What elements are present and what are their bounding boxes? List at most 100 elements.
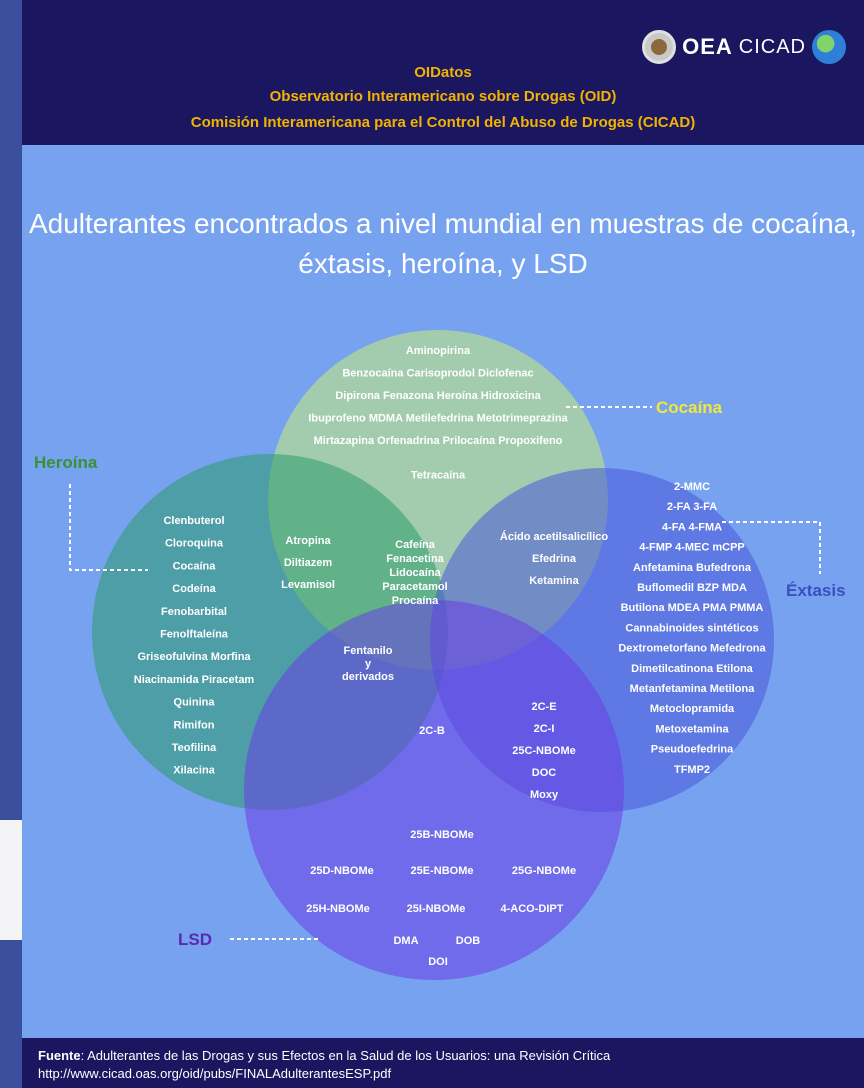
venn-label: Moxy: [530, 789, 559, 801]
background-block: [0, 820, 22, 940]
oidatos-title: OIDatos: [414, 64, 472, 81]
page-title: Adulterantes encontrados a nivel mundial…: [22, 204, 864, 284]
venn-label: Rimifon: [174, 719, 215, 731]
venn-label: Metoclopramida: [650, 703, 735, 715]
venn-label: Dextrometorfano Mefedrona: [618, 643, 766, 655]
source-citation: Fuente: Adulterantes de las Drogas y sus…: [38, 1048, 610, 1063]
venn-label: Diltiazem: [284, 557, 333, 569]
comision-title: Comisión Interamericana para el Control …: [190, 114, 696, 131]
oea-seal-icon: [642, 30, 677, 64]
background-strip: [0, 0, 22, 1088]
venn-label: DOB: [456, 935, 481, 947]
venn-label: Dimetilcatinona Etilona: [631, 663, 754, 675]
venn-label: Procaína: [392, 595, 439, 607]
venn-label: Tetracaína: [411, 470, 466, 482]
region-heroina-only: ClenbuterolCloroquinaCocaínaCodeínaFenob…: [134, 515, 255, 777]
region-extasis-only: 2-MMC 2-FA 3-FA 4-FA 4-FMA 4-FMP 4-MEC mCPP…: [618, 481, 766, 776]
header: OEA CICAD OIDatos Observatorio Interamer…: [22, 0, 864, 145]
circle-lsd: [244, 600, 624, 980]
venn-label: Xilacina: [173, 765, 215, 777]
source-text: : Adulterantes de las Drogas y sus Efect…: [80, 1048, 611, 1063]
venn-label: Cloroquina: [165, 538, 224, 550]
venn-label: Atropina: [285, 535, 331, 547]
venn-label: Levamisol: [281, 579, 335, 591]
venn-label: Paracetamol: [382, 581, 447, 593]
venn-label: Efedrina: [532, 553, 577, 565]
venn-label: 25I-NBOMe: [407, 903, 466, 915]
region-cocaina-heroina-extasis: CafeínaFenacetinaLidocaínaParacetamolPro…: [382, 539, 447, 607]
venn-label: DOC: [532, 767, 557, 779]
title-line-2: éxtasis, heroína, y LSD: [298, 248, 588, 279]
venn-label: Metanfetamina Metilona: [630, 683, 756, 695]
venn-label: Fenobarbital: [161, 606, 227, 618]
venn-label: Niacinamida Piracetam: [134, 674, 255, 686]
venn-label: Ketamina: [529, 575, 579, 587]
venn-label: Ibuprofeno MDMA Metilefedrina Metotrimep…: [308, 413, 568, 425]
venn-label: 25C-NBOMe: [512, 745, 576, 757]
venn-label: 4-ACO-DIPT: [501, 903, 564, 915]
venn-label: y: [365, 658, 372, 670]
venn-label: Fenacetina: [386, 553, 444, 565]
logo-oea-text: OEA: [682, 34, 733, 59]
venn-label: Pseudoefedrina: [651, 744, 734, 756]
venn-diagram: Cocaína Heroína Éxtasis LSD AminopirinaB…: [34, 330, 846, 980]
venn-label: 4-FMP 4-MEC mCPP: [639, 542, 745, 554]
venn-label: 2C-B: [419, 725, 445, 737]
venn-label: Cocaína: [173, 560, 217, 572]
venn-label: DOI: [428, 956, 448, 968]
observatorio-title: Observatorio Interamericano sobre Drogas…: [269, 88, 617, 105]
venn-label: Ácido acetilsalicílico: [500, 530, 608, 543]
set-label-lsd: LSD: [178, 930, 212, 949]
venn-label: Codeína: [172, 583, 216, 595]
venn-label: 25B-NBOMe: [410, 829, 474, 841]
venn-label: Anfetamina Bufedrona: [633, 562, 752, 574]
title-line-1: Adulterantes encontrados a nivel mundial…: [28, 208, 858, 239]
venn-label: Clenbuterol: [163, 515, 224, 527]
venn-label: 25D-NBOMe: [310, 865, 374, 877]
venn-label: 2C-I: [534, 723, 555, 735]
venn-label: Fentanilo: [344, 645, 393, 657]
venn-label: Dipirona Fenazona Heroína Hidroxicina: [335, 390, 541, 402]
set-label-cocaina: Cocaína: [656, 398, 723, 417]
logo-cicad-text: CICAD: [738, 35, 806, 58]
venn-label: Aminopirina: [406, 345, 471, 357]
venn-label: Teofilina: [172, 742, 217, 754]
footer: Fuente: Adulterantes de las Drogas y sus…: [22, 1038, 864, 1088]
venn-label: Quinina: [174, 697, 216, 709]
set-label-heroina: Heroína: [34, 453, 98, 472]
oea-cicad-logo: OEA CICAD: [642, 30, 846, 64]
venn-label: Metoxetamina: [655, 723, 729, 735]
venn-label: 4-FA 4-FMA: [662, 521, 722, 533]
venn-label: TFMP2: [674, 764, 710, 776]
venn-label: Mirtazapina Orfenadrina Prilocaína Propo…: [314, 435, 563, 447]
venn-label: Griseofulvina Morfina: [137, 651, 251, 663]
venn-label: Lidocaína: [389, 567, 441, 579]
venn-label: Benzocaína Carisoprodol Diclofenac: [342, 368, 533, 380]
region-heroina-extasis-lsd: 2C-B: [419, 725, 445, 737]
venn-label: Buflomedil BZP MDA: [637, 582, 747, 594]
venn-label: 2-FA 3-FA: [667, 501, 717, 513]
venn-label: 2C-E: [531, 701, 556, 713]
extasis-leader-line: [722, 521, 821, 574]
heroina-leader-line: [69, 484, 148, 571]
source-url: http://www.cicad.oas.org/oid/pubs/FINALA…: [38, 1066, 392, 1081]
venn-label: Butilona MDEA PMA PMMA: [621, 602, 764, 614]
globe-icon: [812, 30, 846, 64]
venn-label: DMA: [393, 935, 418, 947]
venn-label: 25E-NBOMe: [411, 865, 474, 877]
set-label-extasis: Éxtasis: [786, 581, 846, 600]
infographic-card: OEA CICAD OIDatos Observatorio Interamer…: [22, 0, 864, 1088]
venn-label: 25H-NBOMe: [306, 903, 370, 915]
venn-label: Fenolftaleína: [160, 629, 229, 641]
source-label: Fuente: [38, 1048, 81, 1063]
venn-label: Cannabinoides sintéticos: [625, 622, 758, 634]
venn-label: 2-MMC: [674, 481, 710, 493]
venn-label: derivados: [342, 671, 394, 683]
venn-label: Cafeína: [395, 539, 436, 551]
